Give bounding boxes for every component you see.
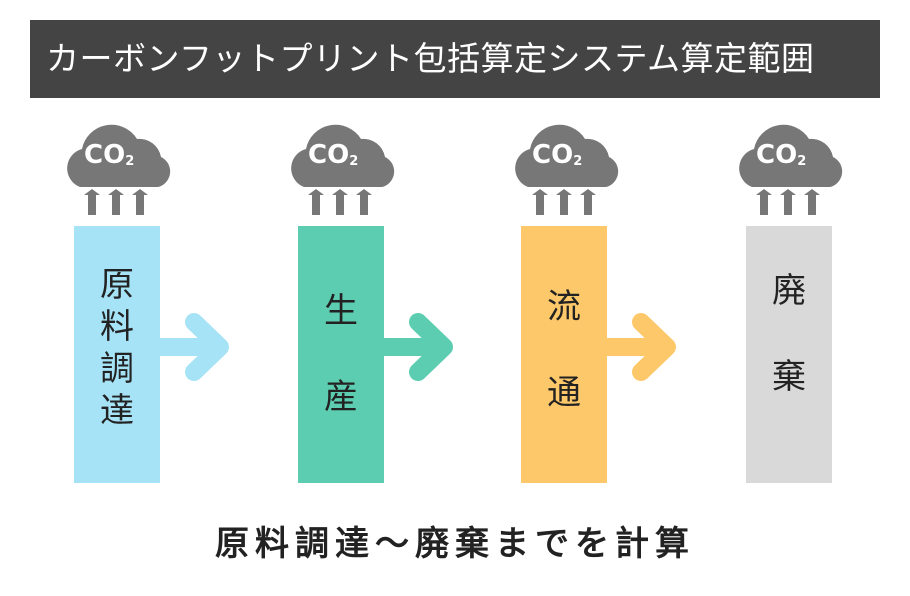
stage-label: 流通	[547, 287, 581, 413]
flow-arrow	[384, 313, 453, 381]
flow-arrow	[607, 313, 676, 381]
stage-bar-raw-materials: 原料調達	[74, 226, 160, 483]
co2-label: CO2	[756, 140, 807, 170]
co2-cloud-icon	[739, 124, 843, 215]
stage-label: 原料調達	[100, 265, 134, 431]
co2-cloud-icon	[515, 124, 619, 215]
co2-cloud-icon	[291, 124, 395, 215]
stage-bar-distribution: 流通	[521, 226, 607, 483]
stage-label: 廃棄	[772, 271, 806, 397]
co2-label: CO2	[308, 140, 359, 170]
co2-label: CO2	[84, 140, 135, 170]
title-bar: カーボンフットプリント包括算定システム算定範囲	[30, 20, 880, 98]
footer-caption: 原料調達～廃棄までを計算	[215, 524, 695, 564]
co2-label: CO2	[532, 140, 583, 170]
flow-arrow	[160, 313, 229, 381]
diagram-title: カーボンフットプリント包括算定システム算定範囲	[46, 39, 815, 78]
co2-cloud-icon	[67, 124, 171, 215]
stage-label: 生産	[324, 291, 358, 417]
stage-bar-disposal: 廃棄	[746, 226, 832, 483]
stage-bar-production: 生産	[298, 226, 384, 483]
